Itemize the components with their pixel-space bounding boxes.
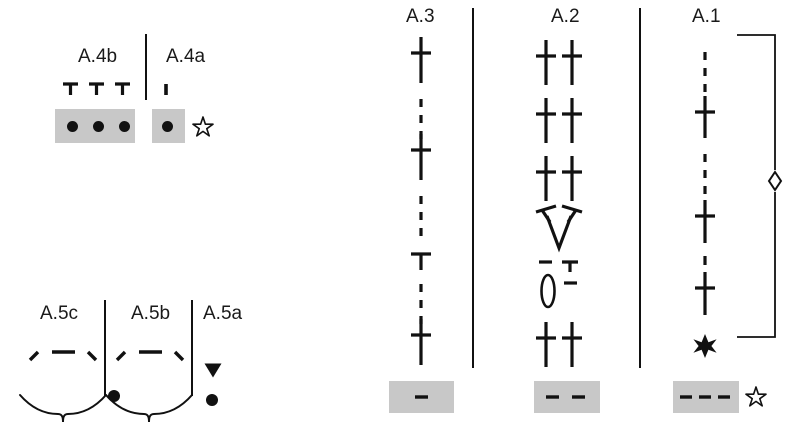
label-a1: A.1 [692, 6, 721, 27]
label-a4b: A.4b [78, 46, 118, 67]
dot-a4a-1 [162, 121, 173, 132]
tee-symbols-group [63, 82, 168, 95]
star-solid-icon-a1 [693, 334, 717, 358]
column-divider-1 [472, 8, 475, 368]
label-a5b: A.5b [131, 303, 171, 324]
dot-a4b-1 [67, 121, 78, 132]
dot-a4b-2 [93, 121, 104, 132]
label-a3: A.3 [406, 6, 435, 27]
star-outline-icon-a1 [745, 386, 767, 407]
diamond-repeat-icon [767, 170, 783, 192]
a3-box-dashes [415, 395, 428, 399]
repeat-bracket-a1 [737, 34, 783, 338]
divider-a5-ba [191, 300, 193, 396]
triangle-down-icon-a5a [204, 363, 222, 378]
dot-a5b [108, 390, 120, 402]
column-divider-2 [639, 8, 642, 368]
gray-box-a2 [534, 381, 600, 413]
a5-arcs-and-braces [19, 350, 193, 423]
divider-a5-cb [104, 300, 106, 396]
star-outline-icon-a4 [192, 116, 214, 137]
label-a2: A.2 [551, 6, 580, 27]
a1-stitch-stack [693, 52, 717, 358]
divider-a4 [145, 34, 147, 100]
a2-box-dashes [546, 395, 585, 399]
dot-a4b-3 [119, 121, 130, 132]
a1-box-dashes [680, 395, 730, 399]
label-a5a: A.5a [203, 303, 243, 324]
label-a4a: A.4a [166, 46, 206, 67]
dot-a5a [206, 394, 218, 406]
label-a5c: A.5c [40, 303, 79, 324]
a3-stitch-stack [411, 37, 431, 365]
a2-stitch-stack [535, 40, 583, 367]
